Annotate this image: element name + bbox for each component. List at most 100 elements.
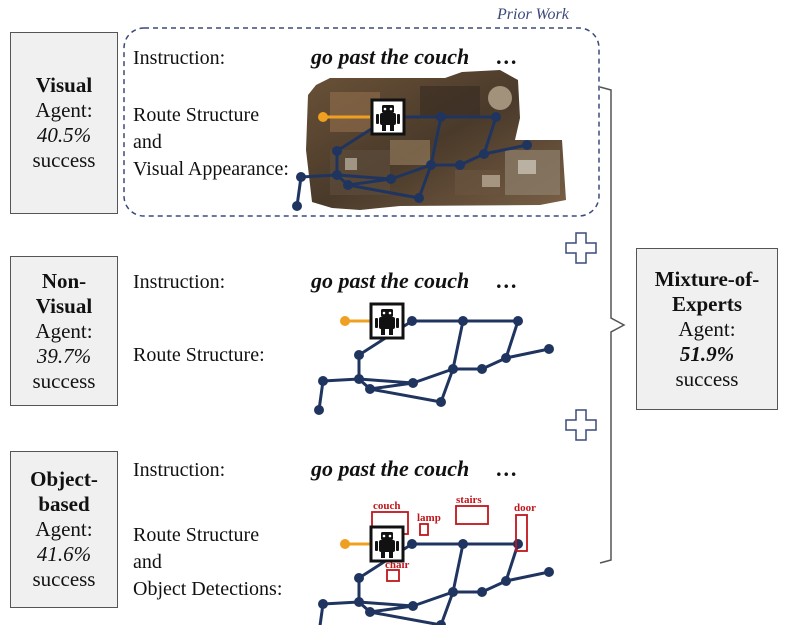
visual-agent-success: success — [32, 148, 96, 172]
graph-edge — [369, 610, 442, 625]
graph-node — [292, 201, 302, 211]
nonvisual-agent-name-1: Non- — [41, 268, 87, 293]
graph-edge — [347, 183, 420, 200]
nonvisual-agent-rate: 39.7% — [36, 343, 92, 368]
graph-edge — [505, 570, 550, 583]
graph-node — [544, 567, 554, 577]
nonvisual-agent-success: success — [32, 368, 96, 393]
visual-agent-box: Visual Agent: 40.5% success — [10, 32, 118, 214]
object-agent-name-1: Object- — [30, 467, 98, 491]
graph-edge — [483, 143, 528, 156]
visual-route-line-2: and — [133, 131, 162, 153]
graph-node — [477, 587, 487, 597]
plus-icon — [565, 232, 597, 264]
visual-instruction-ellipsis: … — [496, 44, 518, 69]
graph-edge — [322, 600, 360, 606]
object-route-line-2: and — [133, 551, 162, 573]
start-node — [318, 112, 328, 122]
graph-edge — [347, 177, 392, 187]
graph-node — [458, 316, 468, 326]
visual-agent-rate: 40.5% — [36, 123, 92, 147]
object-agent-name-2: based — [38, 492, 90, 516]
detection-label: lamp — [417, 512, 441, 524]
moe-agent-name-1: Mixture-of- — [654, 266, 760, 291]
object-route-line-1: Route Structure — [133, 524, 260, 546]
graph-edge — [336, 173, 392, 181]
graph-node — [436, 397, 446, 407]
graph-edge — [390, 163, 432, 181]
visual-instruction-label: Instruction: — [133, 47, 226, 69]
graph-edge — [369, 381, 414, 391]
moe-brace — [599, 86, 626, 564]
detection-label: door — [514, 502, 536, 514]
graph-node — [343, 180, 353, 190]
graph-edge — [300, 173, 338, 179]
graph-edge — [412, 367, 454, 385]
graph-node — [332, 146, 342, 156]
graph-edge — [451, 320, 465, 370]
graph-node — [408, 378, 418, 388]
visual-robot-icon — [370, 98, 406, 136]
graph-node — [332, 170, 342, 180]
moe-agent-box: Mixture-of- Experts Agent: 51.9% success — [636, 248, 778, 410]
graph-node — [448, 364, 458, 374]
detection-box — [515, 514, 528, 552]
graph-edge — [504, 320, 520, 359]
start-node — [340, 539, 350, 549]
graph-node — [318, 599, 328, 609]
graph-node — [407, 316, 417, 326]
graph-node — [408, 601, 418, 611]
start-node — [340, 316, 350, 326]
graph-node — [354, 573, 364, 583]
graph-node — [448, 587, 458, 597]
graph-edge — [358, 377, 414, 385]
visual-instruction-text: go past the couch — [311, 44, 470, 69]
prior-work-frame — [123, 27, 600, 217]
graph-node — [477, 364, 487, 374]
graph-node — [436, 620, 446, 625]
plus-icon — [565, 409, 597, 441]
graph-node — [501, 353, 511, 363]
graph-edge — [451, 543, 465, 593]
detection-box — [419, 523, 429, 536]
nonvisual-instruction-ellipsis: … — [496, 268, 518, 293]
graph-edge — [358, 600, 414, 608]
object-instruction-label: Instruction: — [133, 459, 226, 481]
nonvisual-route-label: Route Structure: — [133, 344, 265, 366]
nonvisual-agent-word: Agent: — [35, 318, 93, 343]
graph-node — [513, 316, 523, 326]
detection-label: couch — [373, 500, 401, 512]
nonvisual-robot-icon — [369, 302, 405, 340]
graph-node — [314, 405, 324, 415]
graph-edge — [412, 590, 454, 608]
object-route-graph — [318, 539, 554, 625]
graph-edge — [482, 116, 498, 155]
nonvisual-instruction-text: go past the couch — [311, 268, 470, 293]
graph-node — [458, 539, 468, 549]
graph-node — [354, 597, 364, 607]
graph-node — [414, 193, 424, 203]
graph-node — [407, 539, 417, 549]
graph-edge — [417, 164, 433, 199]
detection-box — [455, 505, 489, 525]
detection-box — [386, 569, 400, 582]
object-instruction-ellipsis: … — [496, 456, 518, 481]
graph-edge — [322, 377, 360, 383]
graph-node — [522, 140, 532, 150]
moe-agent-success: success — [675, 366, 739, 391]
graph-node — [501, 576, 511, 586]
visual-agent-name: Visual — [35, 73, 93, 97]
visual-route-line-1: Route Structure — [133, 104, 260, 126]
graph-edge — [505, 347, 550, 360]
graph-node — [479, 149, 489, 159]
prior-work-label: Prior Work — [497, 6, 569, 23]
graph-node — [426, 160, 436, 170]
object-route-line-3: Object Detections: — [133, 578, 283, 600]
detection-label: stairs — [456, 494, 482, 506]
moe-agent-word: Agent: — [678, 316, 736, 341]
graph-edge — [369, 604, 414, 614]
object-instruction-text: go past the couch — [311, 456, 470, 481]
graph-node — [513, 539, 523, 549]
